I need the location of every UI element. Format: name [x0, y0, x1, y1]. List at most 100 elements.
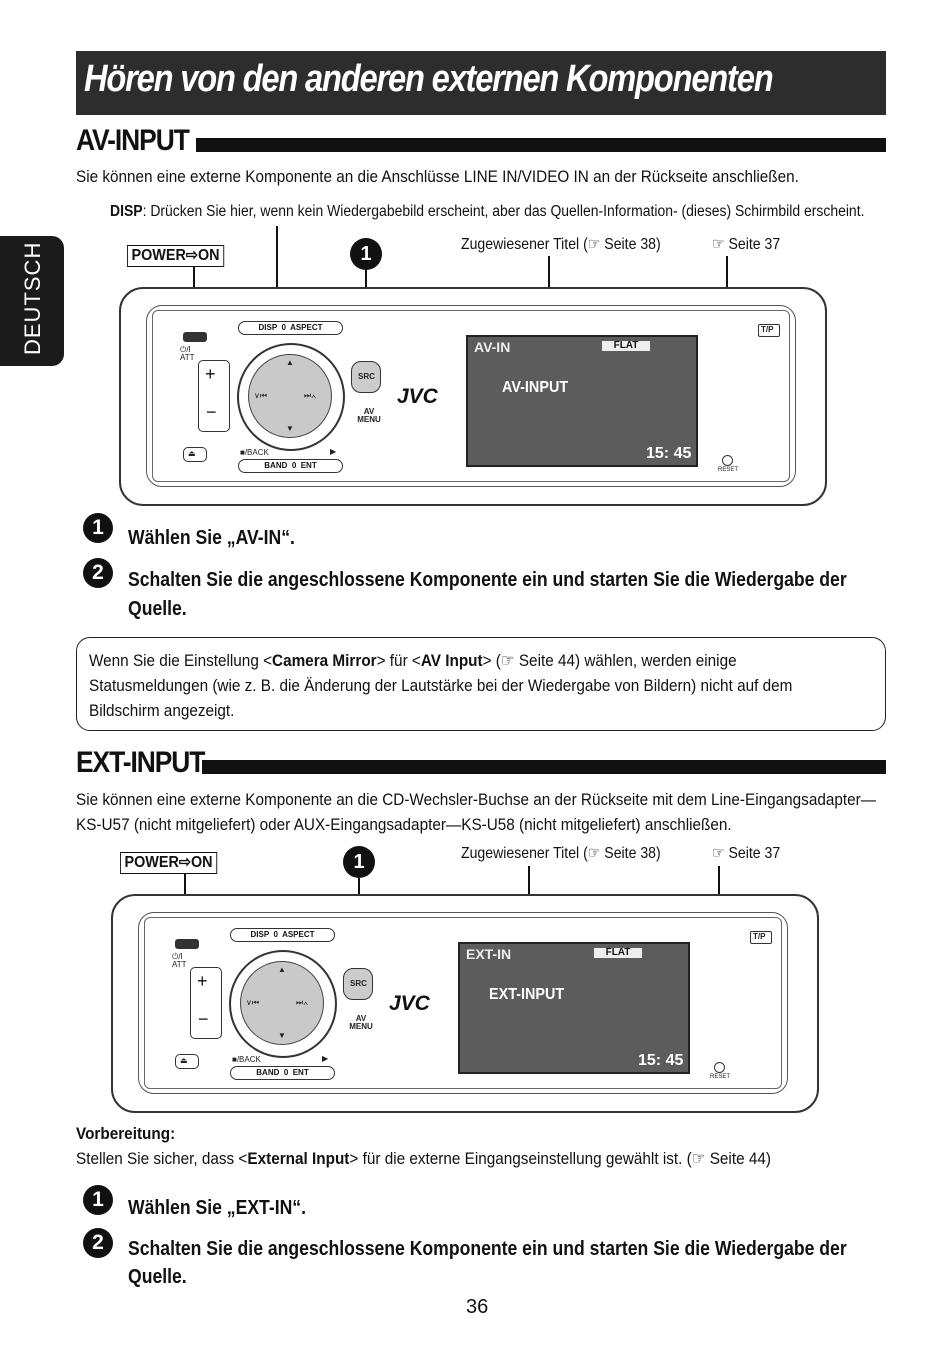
tp-button	[758, 324, 780, 337]
step-number: 1	[83, 1185, 113, 1215]
stereo-faceplate	[146, 305, 796, 487]
back-label: ■/BACK	[240, 448, 269, 457]
av-intro-text: Sie können eine externe Komponente an di…	[76, 167, 799, 186]
eject-icon: ⏏	[188, 449, 196, 458]
screen-title: EXT-INPUT	[489, 986, 565, 1003]
power-on-callout: POWER⇨ON	[127, 245, 225, 267]
down-icon: ▼	[278, 1031, 286, 1040]
reset-button	[722, 455, 733, 466]
next-icon: ⏭∧	[296, 998, 309, 1007]
display-screen	[458, 942, 690, 1074]
eject-button	[175, 1054, 199, 1069]
band-ent-button: BAND 0 ENT	[238, 459, 343, 473]
control-knob	[240, 961, 324, 1045]
disp-aspect-button: DISP 0 ASPECT	[238, 321, 343, 335]
volume-minus: −	[206, 402, 217, 422]
note-setting: AV Input	[420, 651, 483, 670]
language-tab-label: DEUTSCH	[20, 241, 45, 355]
assigned-title-callout: Zugewiesener Titel (☞ Seite 38)	[461, 845, 661, 862]
screen-title: AV-INPUT	[502, 379, 569, 396]
power-button	[183, 332, 207, 342]
display-screen	[466, 335, 698, 467]
src-label: SRC	[358, 372, 375, 381]
stereo-faceplate	[138, 912, 788, 1094]
reset-button	[714, 1062, 725, 1073]
language-tab	[0, 236, 64, 366]
prep-setting: External Input	[247, 1149, 350, 1168]
control-knob	[248, 354, 332, 438]
volume-minus: −	[198, 1009, 209, 1029]
power-button	[175, 939, 199, 949]
volume-plus: +	[197, 971, 208, 991]
disp-text: : Drücken Sie hier, wenn kein Wiedergabe…	[142, 203, 865, 220]
step-number: 1	[83, 513, 113, 543]
step-text-cont: Quelle.	[128, 1266, 187, 1288]
ext-intro-line-2: KS-U57 (nicht mitgeliefert) oder AUX-Ein…	[76, 815, 732, 834]
disp-aspect-button: DISP 0 ASPECT	[230, 928, 335, 942]
play-icon: ▶	[322, 1054, 329, 1063]
prep-text-a: Stellen Sie sicher, dass <	[76, 1149, 248, 1168]
ent-label: ENT	[300, 461, 317, 470]
av-menu-label: AV MENU	[357, 407, 381, 424]
src-button	[351, 361, 381, 393]
note-line-1: Wenn Sie die Einstellung <Camera Mirror>…	[89, 648, 737, 673]
page-title: Hören von den anderen externen Komponent…	[84, 58, 774, 100]
play-icon: ▶	[330, 447, 337, 456]
screen-clock: 15: 45	[646, 445, 692, 462]
note-line-2: Statusmeldungen (wie z. B. die Änderung …	[89, 676, 793, 695]
screen-source: EXT-IN	[466, 946, 512, 962]
step-text: Schalten Sie die angeschlossene Komponen…	[128, 569, 847, 591]
screen-eq: FLAT	[594, 948, 642, 958]
page-ref-callout: ☞ Seite 37	[712, 845, 781, 862]
disp-label: DISP	[258, 323, 278, 332]
prev-icon: ∨⏮	[254, 391, 268, 400]
note-text: > für <	[376, 651, 421, 670]
src-label: SRC	[350, 979, 367, 988]
section-rule	[196, 138, 886, 152]
band-label: BAND	[264, 461, 288, 470]
step-number: 2	[83, 1228, 113, 1258]
up-icon: ▲	[286, 358, 294, 367]
section-heading-ext-input: EXT-INPUT	[76, 746, 205, 779]
step-text: Wählen Sie „AV-IN“.	[128, 527, 295, 549]
reset-label: RESET	[710, 1074, 731, 1080]
av-menu-label: AV MENU	[349, 1014, 373, 1031]
screen-eq: FLAT	[602, 341, 650, 351]
aspect-label: ASPECT	[290, 323, 323, 332]
att-label: ⏻/I ATT	[180, 345, 195, 362]
section-rule	[202, 760, 886, 774]
tp-label: T/P	[753, 932, 766, 941]
step-text: Wählen Sie „EXT-IN“.	[128, 1197, 306, 1219]
disp-label: DISP	[250, 930, 270, 939]
src-button	[343, 968, 373, 1000]
page-ref-callout: ☞ Seite 37	[712, 236, 781, 253]
step-number: 2	[83, 558, 113, 588]
power-on-callout: POWER⇨ON	[120, 852, 218, 874]
step-text: Schalten Sie die angeschlossene Komponen…	[128, 1238, 847, 1260]
note-text: Wenn Sie die Einstellung <	[89, 651, 273, 670]
volume-buttons	[198, 360, 230, 432]
next-icon: ⏭∧	[304, 391, 317, 400]
up-icon: ▲	[278, 965, 286, 974]
note-setting: Camera Mirror	[272, 651, 377, 670]
prep-text: Stellen Sie sicher, dass <External Input…	[76, 1146, 771, 1171]
ext-intro-line-1: Sie können eine externe Komponente an di…	[76, 790, 877, 809]
step-text-cont: Quelle.	[128, 598, 187, 620]
disp-label: DISP	[110, 203, 143, 220]
back-label: ■/BACK	[232, 1055, 261, 1064]
jvc-logo: JVC	[397, 385, 438, 408]
jvc-logo: JVC	[389, 992, 430, 1015]
note-box	[76, 637, 886, 731]
screen-clock: 15: 45	[638, 1052, 684, 1069]
band-label: BAND	[256, 1068, 280, 1077]
step-1-callout: 1	[350, 238, 382, 270]
disp-description: DISP: Drücken Sie hier, wenn kein Wieder…	[110, 203, 864, 221]
step-1-callout: 1	[343, 846, 375, 878]
assigned-title-callout: Zugewiesener Titel (☞ Seite 38)	[461, 236, 661, 253]
prep-title: Vorbereitung:	[76, 1124, 176, 1143]
eject-button	[183, 447, 207, 462]
aspect-label: ASPECT	[282, 930, 315, 939]
tp-label: T/P	[761, 325, 774, 334]
volume-buttons	[190, 967, 222, 1039]
down-icon: ▼	[286, 424, 294, 433]
